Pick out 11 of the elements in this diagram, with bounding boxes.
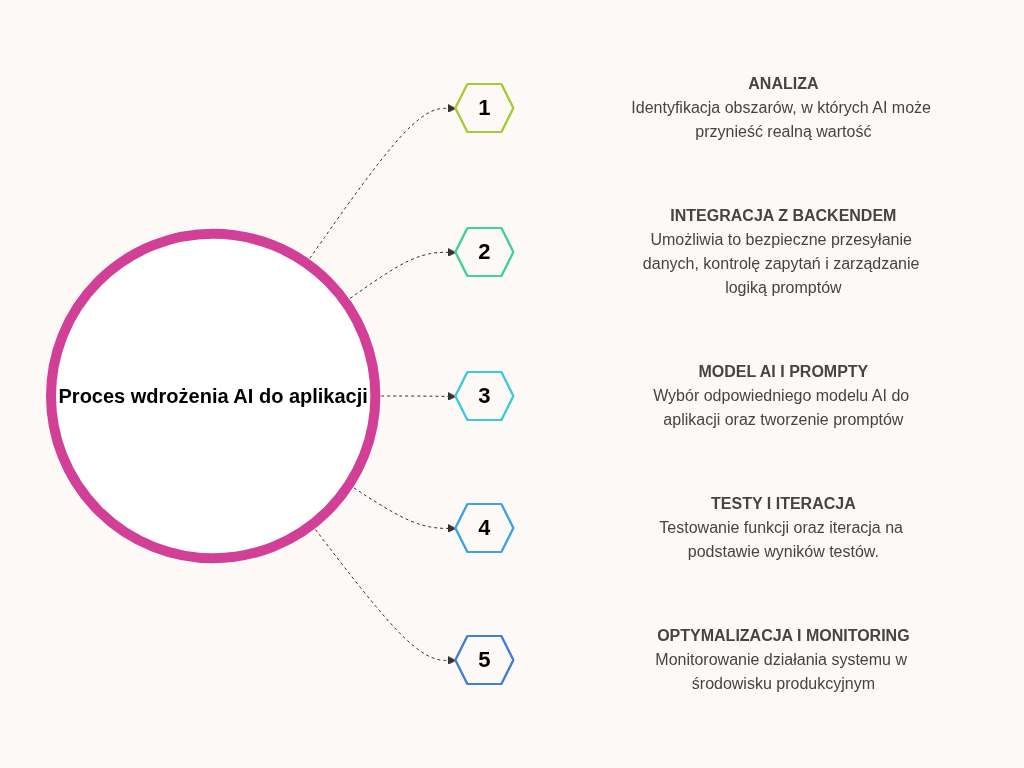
node-label: INTEGRACJA Z BACKENDEM [670,207,897,224]
node-circle: Proces wdrożenia AI do aplikacji [45,228,381,564]
node-label: Testowanie funkcji oraz iteracja na podstawie wyników testów. [659,518,903,560]
node-label: Identyfikacja obszarów, w których AI może przynieść realną wartość [631,99,931,140]
node-label: Umożliwia to bezpieczne przesyłanie danych, kontrolę zapytań i zarządzanie logiką promptów [642,231,920,296]
node-label: ANALIZA [748,75,819,92]
node-label: Monitorowanie działania systemu w środowisku produkcyjnym [655,650,907,692]
node-label: MODEL AI I PROMPTY [698,362,869,380]
node-label: Wybór odpowiedniego modelu AI do aplikacji oraz tworzenie promptów [652,386,909,428]
node-label: TESTY I ITERACJA [710,494,856,512]
node-label: OPTYMALIZACJA I MONITORING [656,626,910,644]
